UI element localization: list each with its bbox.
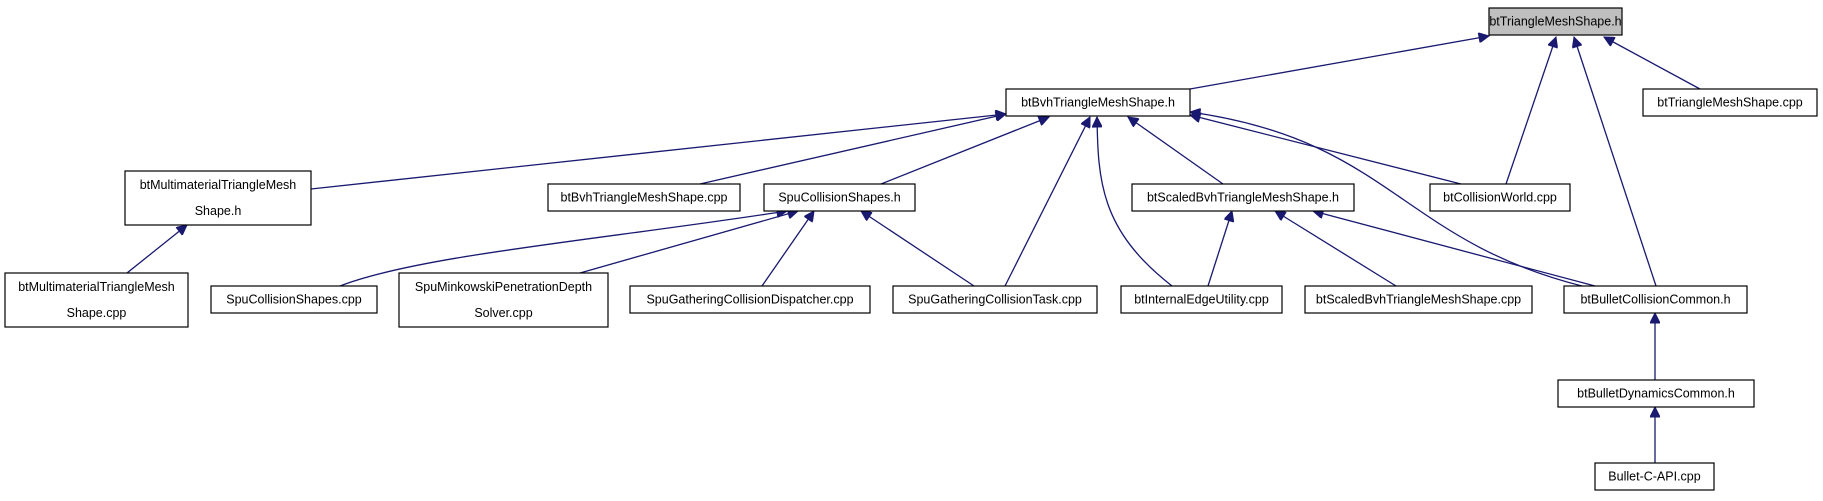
node-box[interactable] [1642, 88, 1818, 117]
node-box[interactable] [210, 285, 378, 314]
edge-coll_common-to-scaled_h [1313, 211, 1596, 287]
edge-spu_cpp-to-spu_h [339, 211, 787, 287]
node-label: btBvhTriangleMeshShape.h [1021, 96, 1175, 110]
node-label: SpuCollisionShapes.cpp [226, 293, 362, 307]
node-box[interactable] [398, 272, 609, 328]
node-label: SpuCollisionShapes.h [778, 191, 900, 205]
node-label: SpuGatheringCollisionTask.cpp [908, 293, 1082, 307]
node-bvh-h[interactable]: btBvhTriangleMeshShape.h [1005, 88, 1191, 117]
node-label: btMultimaterialTriangleMesh [18, 280, 175, 294]
edge-cw_cpp-to-root [1505, 37, 1556, 185]
node-root[interactable]: btTriangleMeshShape.h [1488, 7, 1623, 36]
nodes-layer: btTriangleMeshShape.h btBvhTriangleMeshSh… [4, 7, 1818, 491]
node-label: btScaledBvhTriangleMeshShape.cpp [1316, 293, 1521, 307]
node-box[interactable] [547, 183, 741, 212]
node-label: Shape.cpp [67, 306, 127, 320]
node-label: btTriangleMeshShape.cpp [1657, 96, 1803, 110]
node-label: btCollisionWorld.cpp [1443, 191, 1557, 205]
node-label: btMultimaterialTriangleMesh [140, 178, 297, 192]
node-box[interactable] [1557, 379, 1755, 408]
edge-gather_task-to-bvh_h [1004, 117, 1091, 287]
node-dyn-common[interactable]: btBulletDynamicsCommon.h [1557, 379, 1755, 408]
edge-multi_cpp-to-multi_h [126, 225, 187, 274]
edges-layer [126, 36, 1701, 463]
node-box[interactable] [1304, 285, 1533, 314]
edge-cw_cpp-to-bvh_h [1190, 115, 1462, 185]
node-capi-cpp[interactable]: Bullet-C-API.cpp [1594, 462, 1715, 491]
edge-coll_common-to-bvh_h [1190, 112, 1583, 287]
edge-edge_cpp-to-scaled_h [1207, 211, 1232, 287]
node-box[interactable] [892, 285, 1098, 314]
edge-bvh_cpp-to-bvh_h [699, 114, 1006, 185]
node-scaled-cpp[interactable]: btScaledBvhTriangleMeshShape.cpp [1304, 285, 1533, 314]
edge-bvh_h-to-root [1189, 36, 1489, 90]
edge-gather_task-to-spu_h [861, 211, 975, 287]
node-box[interactable] [1488, 7, 1623, 36]
node-box[interactable] [1563, 285, 1748, 314]
node-box[interactable] [1131, 183, 1355, 212]
node-spu-cpp[interactable]: SpuCollisionShapes.cpp [210, 285, 378, 314]
edge-gather_disp-to-spu_h [761, 211, 814, 287]
node-label: btTriangleMeshShape.h [1489, 15, 1621, 29]
node-label: btInternalEdgeUtility.cpp [1134, 293, 1269, 307]
node-coll-common[interactable]: btBulletCollisionCommon.h [1563, 285, 1748, 314]
node-tms-cpp[interactable]: btTriangleMeshShape.cpp [1642, 88, 1818, 117]
edge-scaled_h-to-bvh_h [1128, 117, 1224, 185]
node-box[interactable] [1120, 285, 1283, 314]
node-box[interactable] [1429, 183, 1571, 212]
node-label: btScaledBvhTriangleMeshShape.h [1147, 191, 1339, 205]
node-box[interactable] [1005, 88, 1191, 117]
edge-tms_cpp-to-root [1604, 36, 1701, 90]
node-cw-cpp[interactable]: btCollisionWorld.cpp [1429, 183, 1571, 212]
edge-spu_h-to-bvh_h [880, 117, 1049, 185]
node-box[interactable] [763, 183, 916, 212]
node-box[interactable] [629, 285, 871, 314]
edge-scaled_cpp-to-scaled_h [1275, 211, 1397, 287]
edge-mink_cpp-to-spu_h [579, 211, 798, 274]
node-label: SpuMinkowskiPenetrationDepth [415, 280, 592, 294]
node-label: Bullet-C-API.cpp [1608, 470, 1700, 484]
node-spu-h[interactable]: SpuCollisionShapes.h [763, 183, 916, 212]
node-label: btBulletCollisionCommon.h [1580, 293, 1730, 307]
node-box[interactable] [4, 272, 189, 328]
node-box[interactable] [1594, 462, 1715, 491]
node-label: btBulletDynamicsCommon.h [1577, 387, 1735, 401]
node-label: Shape.h [195, 204, 242, 218]
node-box[interactable] [124, 170, 312, 226]
node-scaled-h[interactable]: btScaledBvhTriangleMeshShape.h [1131, 183, 1355, 212]
node-label: btBvhTriangleMeshShape.cpp [561, 191, 728, 205]
node-bvh-cpp[interactable]: btBvhTriangleMeshShape.cpp [547, 183, 741, 212]
node-label: SpuGatheringCollisionDispatcher.cpp [646, 293, 853, 307]
node-gather-task[interactable]: SpuGatheringCollisionTask.cpp [892, 285, 1098, 314]
edge-multi_h-to-bvh_h [310, 114, 1006, 190]
node-edge-cpp[interactable]: btInternalEdgeUtility.cpp [1120, 285, 1283, 314]
node-gather-disp[interactable]: SpuGatheringCollisionDispatcher.cpp [629, 285, 871, 314]
edge-edge_cpp-to-bvh_h [1097, 117, 1173, 287]
node-label: Solver.cpp [474, 306, 532, 320]
edge-coll_common-to-root [1574, 37, 1657, 287]
